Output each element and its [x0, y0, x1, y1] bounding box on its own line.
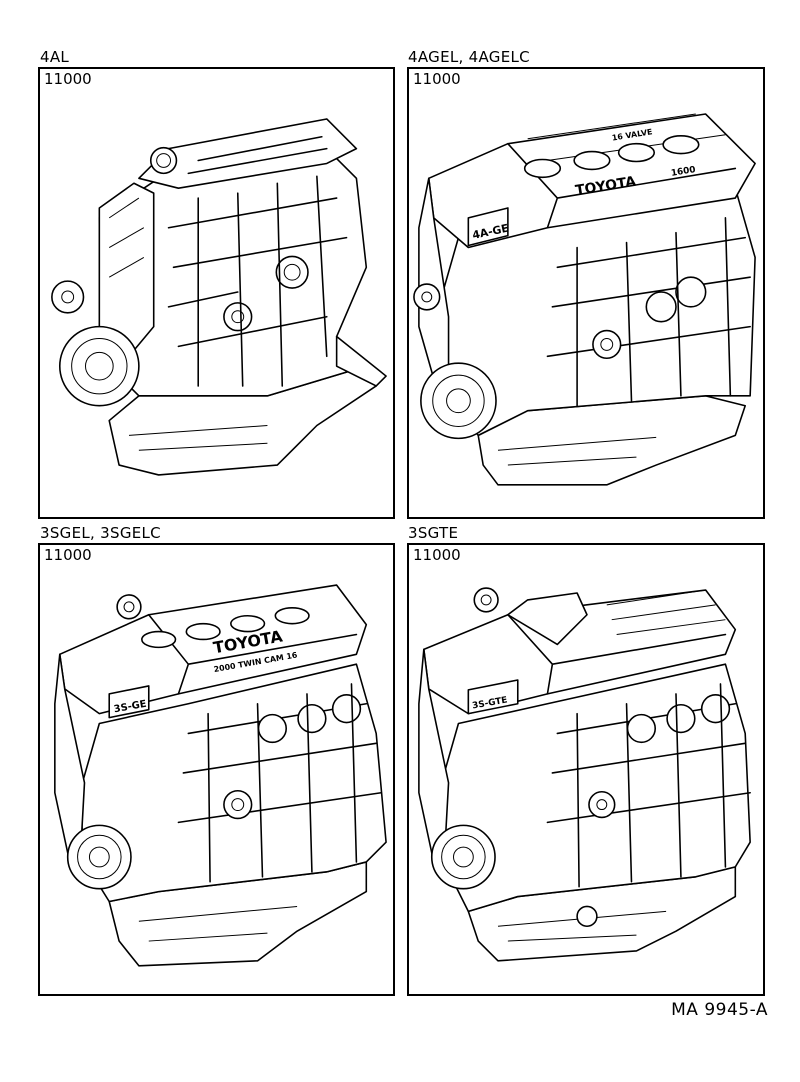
part-number: 11000 — [413, 70, 461, 88]
part-number: 11000 — [44, 70, 92, 88]
engine-4al-icon — [51, 118, 387, 476]
panel-caption-3sgel: 3SGEL, 3SGELC — [40, 524, 161, 542]
panel-3sgte: 11000 3S-GTE — [407, 543, 765, 996]
panel-4agel: 11000 TOYOTA 1600 16 VALVE 4A-GE — [407, 67, 765, 519]
engine-4agel-icon: TOYOTA 1600 16 VALVE 4A-GE — [413, 113, 756, 486]
part-number: 11000 — [413, 546, 461, 564]
panel-3sgel: 11000 TOYOTA 2000 TWIN CAM 16 3S-GE — [38, 543, 395, 996]
panel-caption-3sgte: 3SGTE — [408, 524, 459, 542]
cover-sub-text: 1600 — [670, 165, 696, 179]
part-number: 11000 — [44, 546, 92, 564]
engine-3sgte-icon: 3S-GTE — [418, 587, 751, 962]
panel-caption-4al: 4AL — [40, 48, 70, 66]
panel-caption-4agel: 4AGEL, 4AGELC — [408, 48, 530, 66]
engine-3sgel-icon: TOYOTA 2000 TWIN CAM 16 3S-GE — [54, 584, 387, 967]
panel-4al: 11000 — [38, 67, 395, 519]
diagram-code: MA 9945-A — [671, 1000, 768, 1020]
